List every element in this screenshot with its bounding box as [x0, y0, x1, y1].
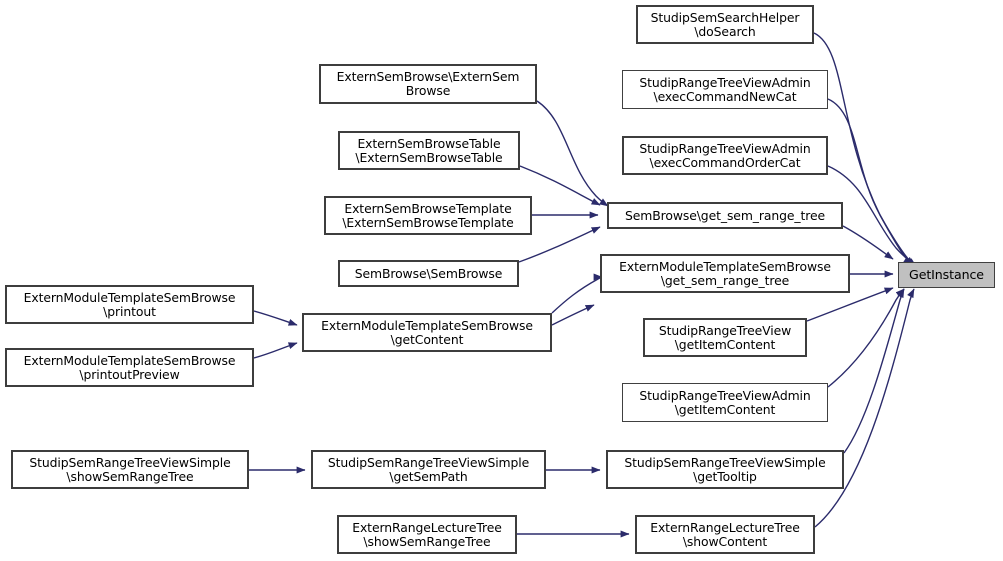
graph-node-label: GetInstance — [909, 266, 984, 282]
graph-node-label: StudipSemSearchHelper \doSearch — [650, 9, 800, 39]
graph-node-printout[interactable]: ExternModuleTemplateSemBrowse \printout — [5, 285, 254, 324]
graph-node-label: ExternModuleTemplateSemBrowse \printout — [23, 289, 236, 319]
graph-node-label: StudipSemRangeTreeViewSimple \showSemRan… — [29, 454, 231, 484]
graph-node-printoutPreview[interactable]: ExternModuleTemplateSemBrowse \printoutP… — [5, 348, 254, 387]
graph-node-label: ExternModuleTemplateSemBrowse \getConten… — [321, 317, 533, 347]
graph-node-label: StudipRangeTreeViewAdmin \execCommandOrd… — [639, 140, 811, 170]
graph-node-label: ExternModuleTemplateSemBrowse \printoutP… — [23, 352, 236, 382]
graph-node-semBrowseSemBrowse[interactable]: SemBrowse\SemBrowse — [338, 260, 519, 287]
call-edge-externSemBrowseTable-to-semBrowseGetSemRangeTree — [519, 165, 601, 206]
graph-node-studipRangeTreeViewAdminGetItemContent[interactable]: StudipRangeTreeViewAdmin \getItemContent — [622, 383, 828, 422]
call-edge-studipRangeTreeViewAdminGetItemContent-to-getInstance — [827, 288, 905, 388]
graph-node-getContent[interactable]: ExternModuleTemplateSemBrowse \getConten… — [302, 313, 552, 352]
graph-node-label: StudipRangeTreeView \getItemContent — [658, 322, 792, 352]
graph-node-label: ExternSemBrowseTable \ExternSemBrowseTab… — [355, 135, 503, 165]
graph-node-getInstance[interactable]: GetInstance — [898, 262, 995, 288]
graph-node-label: StudipSemRangeTreeViewSimple \getSemPath — [327, 454, 530, 484]
graph-node-label: ExternRangeLectureTree \showSemRangeTree — [352, 519, 502, 549]
call-edge-externRangeLectureTreeShowContent-to-getInstance — [814, 288, 915, 528]
graph-node-showSemRangeTree[interactable]: StudipSemRangeTreeViewSimple \showSemRan… — [11, 450, 249, 489]
call-edge-externSemBrowse-to-semBrowseGetSemRangeTree — [536, 100, 609, 207]
call-edge-getTooltip-to-getInstance — [843, 288, 905, 454]
graph-node-getTooltip[interactable]: StudipSemRangeTreeViewSimple \getTooltip — [606, 450, 844, 489]
graph-node-externSemBrowseTemplate[interactable]: ExternSemBrowseTemplate \ExternSemBrowse… — [324, 196, 532, 235]
graph-node-doSearch[interactable]: StudipSemSearchHelper \doSearch — [636, 5, 814, 44]
graph-node-semBrowseGetSemRangeTree[interactable]: SemBrowse\get_sem_range_tree — [607, 202, 843, 229]
call-edge-semBrowseGetSemRangeTree-to-getInstance — [842, 225, 894, 260]
call-edge-getContent-to-semBrowseGetSemRangeTree — [551, 273, 603, 314]
graph-node-execCommandNewCat[interactable]: StudipRangeTreeViewAdmin \execCommandNew… — [622, 70, 828, 109]
call-edge-studipRangeTreeViewGetItemContent-to-getInstance — [806, 287, 894, 322]
graph-node-externRangeLectureTreeShowContent[interactable]: ExternRangeLectureTree \showContent — [635, 515, 815, 554]
call-edge-printoutPreview-to-getContent — [253, 342, 298, 359]
call-edge-semBrowseSemBrowse-to-semBrowseGetSemRangeTree — [518, 226, 601, 263]
call-edge-getContent-to-extModGetSemRangeTree — [551, 304, 595, 326]
call-edge-doSearch-to-getInstance — [813, 32, 913, 265]
graph-node-label: ExternSemBrowse\ExternSem Browse — [336, 69, 520, 98]
graph-node-label: ExternSemBrowseTemplate \ExternSemBrowse… — [342, 200, 514, 230]
graph-node-execCommandOrderCat[interactable]: StudipRangeTreeViewAdmin \execCommandOrd… — [622, 136, 828, 175]
graph-node-label: StudipSemRangeTreeViewSimple \getTooltip — [624, 454, 826, 484]
call-edge-printout-to-getContent — [253, 310, 298, 326]
call-edge-execCommandNewCat-to-getInstance — [827, 98, 915, 266]
graph-node-externSemBrowse[interactable]: ExternSemBrowse\ExternSem Browse — [319, 64, 537, 104]
graph-node-label: SemBrowse\get_sem_range_tree — [624, 207, 826, 223]
graph-node-studipRangeTreeViewGetItemContent[interactable]: StudipRangeTreeView \getItemContent — [643, 318, 807, 357]
graph-node-label: StudipRangeTreeViewAdmin \execCommandNew… — [639, 74, 811, 104]
graph-node-label: ExternModuleTemplateSemBrowse \get_sem_r… — [619, 258, 831, 288]
graph-node-externRangeLectureTreeShowSemRangeTree[interactable]: ExternRangeLectureTree \showSemRangeTree — [337, 515, 517, 554]
graph-node-label: ExternRangeLectureTree \showContent — [650, 519, 800, 549]
graph-node-label: SemBrowse\SemBrowse — [354, 265, 503, 281]
graph-node-label: StudipRangeTreeViewAdmin \getItemContent — [639, 387, 811, 417]
graph-node-extModGetSemRangeTree[interactable]: ExternModuleTemplateSemBrowse \get_sem_r… — [600, 254, 850, 293]
graph-node-externSemBrowseTable[interactable]: ExternSemBrowseTable \ExternSemBrowseTab… — [338, 131, 520, 170]
graph-node-getSemPath[interactable]: StudipSemRangeTreeViewSimple \getSemPath — [311, 450, 546, 489]
